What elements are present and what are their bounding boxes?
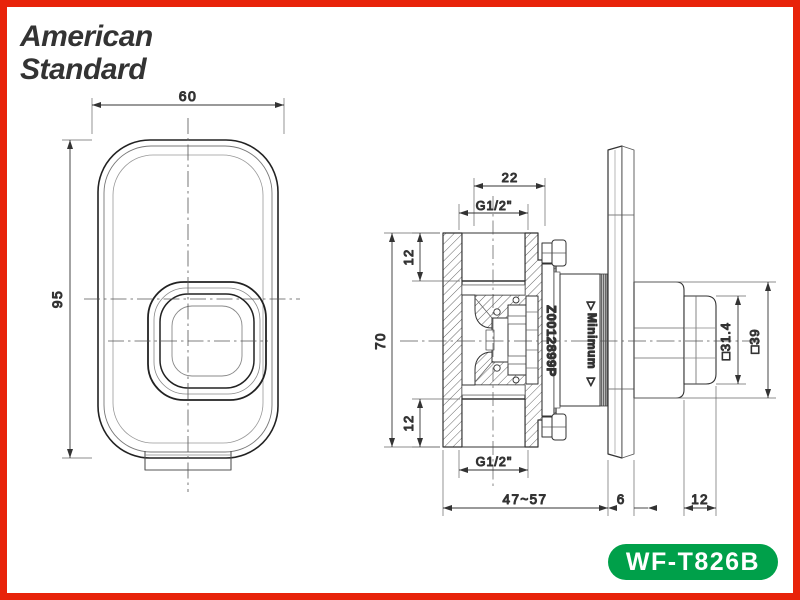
flange-screw-top: [541, 239, 567, 267]
dimension-value-thread-top: G1/2": [476, 199, 513, 213]
dimension-value-95: 95: [49, 290, 65, 309]
dimension-handle-projection: 12: [683, 386, 717, 516]
dimension-thread-top: G1/2": [458, 198, 529, 230]
dimension-value-12-top: 12: [401, 249, 416, 266]
dimension-body-height: 70: [372, 232, 440, 448]
logo-line-american: American: [19, 20, 153, 53]
flange-screw-bottom: [541, 413, 567, 441]
dimension-plate-thickness: 6: [598, 460, 657, 516]
escutcheon-plate-section: [607, 145, 635, 459]
dimension-value-22: 22: [502, 170, 519, 185]
dimension-value-thread-bottom: G1/2": [476, 455, 513, 469]
dimension-value-12-bottom: 12: [401, 415, 416, 432]
dimension-handle-square-inner: □31.4: [716, 295, 746, 385]
dimension-value-6: 6: [617, 492, 626, 507]
dimension-value-70: 70: [373, 332, 388, 349]
model-number-badge: WF-T826B: [608, 544, 778, 580]
dimension-front-width: 60: [91, 87, 285, 134]
minimum-marker-bottom: ▷: [585, 378, 597, 387]
dimension-inlet-offset-top: 12: [400, 232, 460, 282]
dimension-inlet-spacing: 22: [473, 169, 546, 226]
dimension-value-12-projection: 12: [691, 492, 708, 507]
inlet-port-bottom: [461, 384, 526, 448]
dimension-front-height: 95: [48, 139, 92, 459]
dimension-value-60: 60: [179, 88, 198, 104]
part-number-label: Z0012899P: [544, 305, 559, 377]
inlet-port-top: [461, 232, 526, 296]
minimum-label: Minimum: [585, 313, 599, 369]
dimension-rough-in-depth: 47~57: [442, 450, 609, 516]
section-view: [400, 145, 760, 486]
handle-hub: [633, 281, 685, 399]
dimension-inlet-offset-bottom: 12: [400, 398, 460, 448]
adjustment-sleeve: [559, 273, 609, 407]
minimum-marker-top: ▷: [585, 302, 597, 311]
dimension-thread-bottom: G1/2": [458, 450, 529, 478]
handle-cap: [683, 295, 717, 385]
logo-line-standard: Standard: [20, 53, 147, 86]
american-standard-logo: American Standard: [18, 16, 238, 90]
dimension-handle-square-outer: □39: [634, 281, 776, 399]
front-view: [84, 118, 300, 492]
dimension-value-square-39: □39: [747, 328, 762, 353]
cartridge-assembly: [485, 295, 539, 385]
dimension-value-square-31-4: □31.4: [718, 322, 733, 360]
button-ring-mid: [153, 287, 261, 395]
model-number-label: WF-T826B: [625, 547, 761, 576]
dimension-value-47-57: 47~57: [503, 492, 548, 507]
